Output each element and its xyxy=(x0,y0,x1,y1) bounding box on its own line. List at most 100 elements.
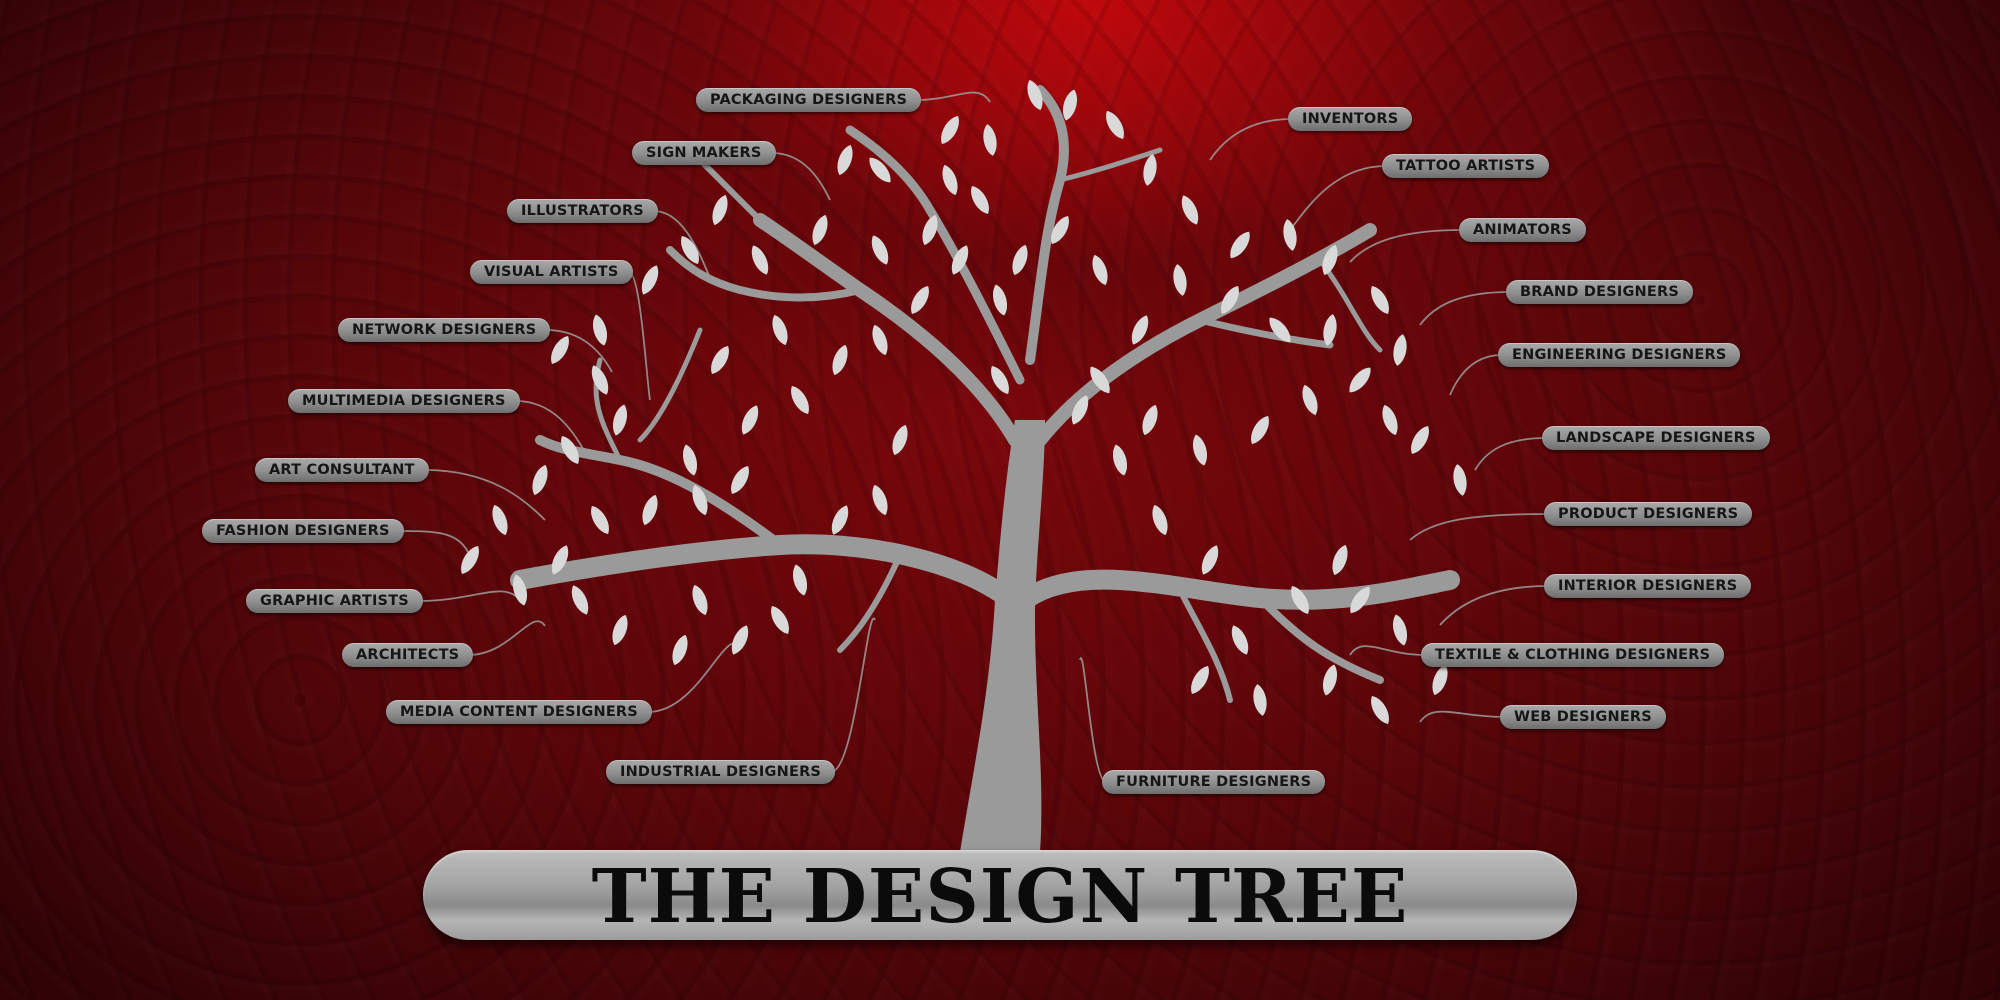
leaf-shape xyxy=(1071,395,1089,425)
leaf-shape xyxy=(991,366,1009,394)
leaf-shape xyxy=(1193,434,1207,466)
profession-label: ILLUSTRATORS xyxy=(507,199,658,223)
leaf-shape xyxy=(712,194,728,226)
label-connector-line xyxy=(830,617,876,773)
leaf-shape xyxy=(551,545,569,575)
leaf-shape xyxy=(593,314,607,346)
profession-label: MEDIA CONTENT DESIGNERS xyxy=(386,700,652,724)
leaf-shape xyxy=(832,344,848,376)
tree-branch xyxy=(697,157,763,223)
leaf-shape xyxy=(1201,545,1219,575)
profession-label: MULTIMEDIA DESIGNERS xyxy=(288,389,520,413)
leaf-shape xyxy=(1269,317,1291,343)
leaf-shape xyxy=(793,564,807,596)
profession-label: ARCHITECTS xyxy=(342,643,474,667)
leaf-shape xyxy=(1432,664,1448,696)
leaf-shape xyxy=(892,424,908,456)
label-connector-line xyxy=(424,469,546,521)
leaf-shape xyxy=(731,625,749,655)
leaf-shape xyxy=(1323,664,1337,696)
tree-branch xyxy=(666,246,864,302)
label-connector-line xyxy=(1289,165,1387,231)
label-connector-line xyxy=(418,590,521,602)
leaf-shape xyxy=(1371,286,1389,314)
label-connector-line xyxy=(1349,645,1426,656)
leaf-shape xyxy=(1063,89,1077,121)
leaf-shape xyxy=(872,484,888,516)
leaf-shape xyxy=(613,404,627,436)
leaf-shape xyxy=(692,584,708,616)
leaf-shape xyxy=(993,284,1007,316)
label-connector-line xyxy=(1419,710,1505,723)
tree-branch xyxy=(510,534,1020,610)
label-connector-line xyxy=(628,271,651,401)
tree-branch xyxy=(837,552,903,653)
profession-label: TEXTILE & CLOTHING DESIGNERS xyxy=(1421,643,1725,667)
profession-label: TATTOO ARTISTS xyxy=(1382,154,1550,178)
label-connector-line xyxy=(399,530,469,553)
leaf-shape xyxy=(942,164,958,196)
label-connector-line xyxy=(515,400,586,453)
label-connector-line xyxy=(1409,513,1549,541)
leaf-shape xyxy=(1371,696,1389,724)
leaf-shape xyxy=(983,124,997,156)
leaf-shape xyxy=(591,365,609,395)
profession-label: ANIMATORS xyxy=(1459,218,1586,242)
profession-label: FASHION DESIGNERS xyxy=(202,519,404,543)
tree-branch xyxy=(1057,147,1163,183)
leaf-shape xyxy=(1253,684,1267,716)
label-connector-line xyxy=(916,91,991,103)
leaf-shape xyxy=(1393,334,1407,366)
leaf-shape xyxy=(1012,244,1028,276)
label-connectors xyxy=(399,91,1549,783)
leaf-shape xyxy=(1113,444,1127,476)
leaf-shape xyxy=(869,157,891,183)
leaf-shape xyxy=(1453,464,1467,496)
label-connector-line xyxy=(647,642,741,713)
leaf-shape xyxy=(683,444,697,476)
leaf-shape xyxy=(791,386,809,414)
leaf-shape xyxy=(1230,231,1250,259)
leaf-shape xyxy=(612,614,628,646)
label-connector-line xyxy=(1079,657,1107,783)
leaf-shape xyxy=(551,336,569,364)
leaf-shape xyxy=(672,634,688,666)
leaf-shape xyxy=(513,574,527,606)
leaf-shape xyxy=(871,235,889,265)
leaf-shape xyxy=(1051,216,1069,244)
leaf-shape xyxy=(971,186,989,214)
profession-label: INTERIOR DESIGNERS xyxy=(1544,574,1752,598)
leaf-shape xyxy=(1350,586,1370,614)
leaf-shape xyxy=(681,236,699,264)
leaf-shape xyxy=(641,265,659,295)
leaf-shape xyxy=(1283,219,1297,251)
tree-branch xyxy=(637,327,703,443)
leaf-shape xyxy=(812,214,828,246)
tree-branch xyxy=(1177,587,1233,703)
tree-branch xyxy=(1196,316,1334,349)
leaf-shape xyxy=(1131,315,1149,345)
leaf-shape xyxy=(461,546,479,574)
profession-label: GRAPHIC ARTISTS xyxy=(246,589,423,613)
leaf-shape xyxy=(1090,366,1110,394)
leaf-shape xyxy=(1411,426,1429,454)
leaf-shape xyxy=(1322,244,1338,276)
leaf-shape xyxy=(1221,286,1239,314)
label-connector-line xyxy=(1439,585,1549,626)
tree-branch xyxy=(1256,594,1384,684)
title-banner: THE DESIGN TREE xyxy=(423,850,1577,940)
leaf-shape xyxy=(772,314,788,346)
tree-branch xyxy=(753,213,1022,447)
leaf-shape xyxy=(1332,544,1348,576)
leaf-shape xyxy=(1251,416,1269,444)
leaf-shape xyxy=(1191,666,1209,694)
label-connector-line xyxy=(468,620,546,656)
profession-label: PACKAGING DESIGNERS xyxy=(696,88,922,112)
leaf-shape xyxy=(951,245,969,275)
poster-title: THE DESIGN TREE xyxy=(591,854,1409,940)
profession-label: LANDSCAPE DESIGNERS xyxy=(1542,426,1770,450)
leaf-shape xyxy=(1349,367,1371,393)
leaf-shape xyxy=(1291,586,1309,614)
